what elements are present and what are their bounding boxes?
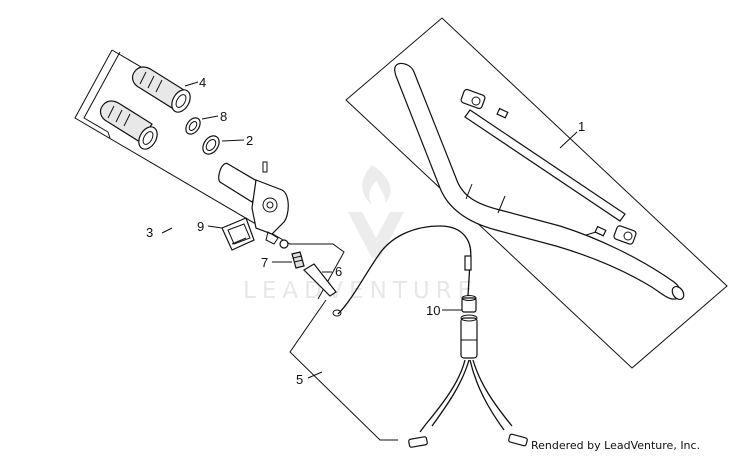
leader-8 bbox=[201, 115, 219, 120]
cable-end-left bbox=[408, 436, 428, 448]
grip-lower bbox=[99, 100, 158, 150]
callout-10: 10 bbox=[426, 303, 440, 318]
callout-8: 8 bbox=[220, 109, 227, 124]
throttle-cover bbox=[221, 217, 255, 251]
cable-bracket bbox=[289, 299, 398, 441]
throttle-panel-outline bbox=[74, 49, 345, 300]
throttle-cable: 10 5 bbox=[289, 225, 528, 448]
callout-1: 1 bbox=[578, 119, 585, 134]
watermark-logo-icon bbox=[348, 165, 404, 258]
callout-7: 7 bbox=[261, 255, 268, 270]
throttle-housing bbox=[218, 161, 289, 245]
leader-5 bbox=[307, 371, 323, 379]
handlebar-panel-outline bbox=[345, 17, 728, 369]
throttle-panel-inner bbox=[83, 51, 121, 133]
adjuster bbox=[279, 239, 305, 269]
connector-cap bbox=[461, 295, 477, 313]
grip-upper bbox=[131, 66, 191, 113]
handlebar-tube bbox=[394, 62, 685, 301]
grip-washer bbox=[185, 117, 201, 135]
leader-3 bbox=[161, 227, 173, 234]
callout-4: 4 bbox=[199, 75, 206, 90]
leader-4 bbox=[184, 81, 199, 87]
throttle-panel: 4 8 2 bbox=[74, 49, 345, 300]
watermark-text: LEADVENTURE bbox=[243, 278, 478, 304]
crossbar bbox=[460, 88, 637, 245]
watermark: LEADVENTURE bbox=[243, 165, 478, 304]
render-credit: Rendered by LeadVenture, Inc. bbox=[531, 439, 701, 452]
leader-1 bbox=[559, 131, 578, 149]
cable-junction bbox=[460, 317, 478, 359]
grip-ring bbox=[202, 135, 220, 155]
callout-5: 5 bbox=[296, 372, 303, 387]
cable-end-right bbox=[508, 433, 528, 447]
callout-6: 6 bbox=[335, 264, 342, 279]
leader-9 bbox=[207, 225, 223, 229]
callout-9: 9 bbox=[197, 219, 204, 234]
handlebar-panel: 1 bbox=[345, 17, 728, 369]
callout-2: 2 bbox=[246, 133, 253, 148]
cable-boot bbox=[303, 263, 337, 297]
leader-2 bbox=[221, 139, 245, 142]
callout-3: 3 bbox=[146, 225, 153, 240]
